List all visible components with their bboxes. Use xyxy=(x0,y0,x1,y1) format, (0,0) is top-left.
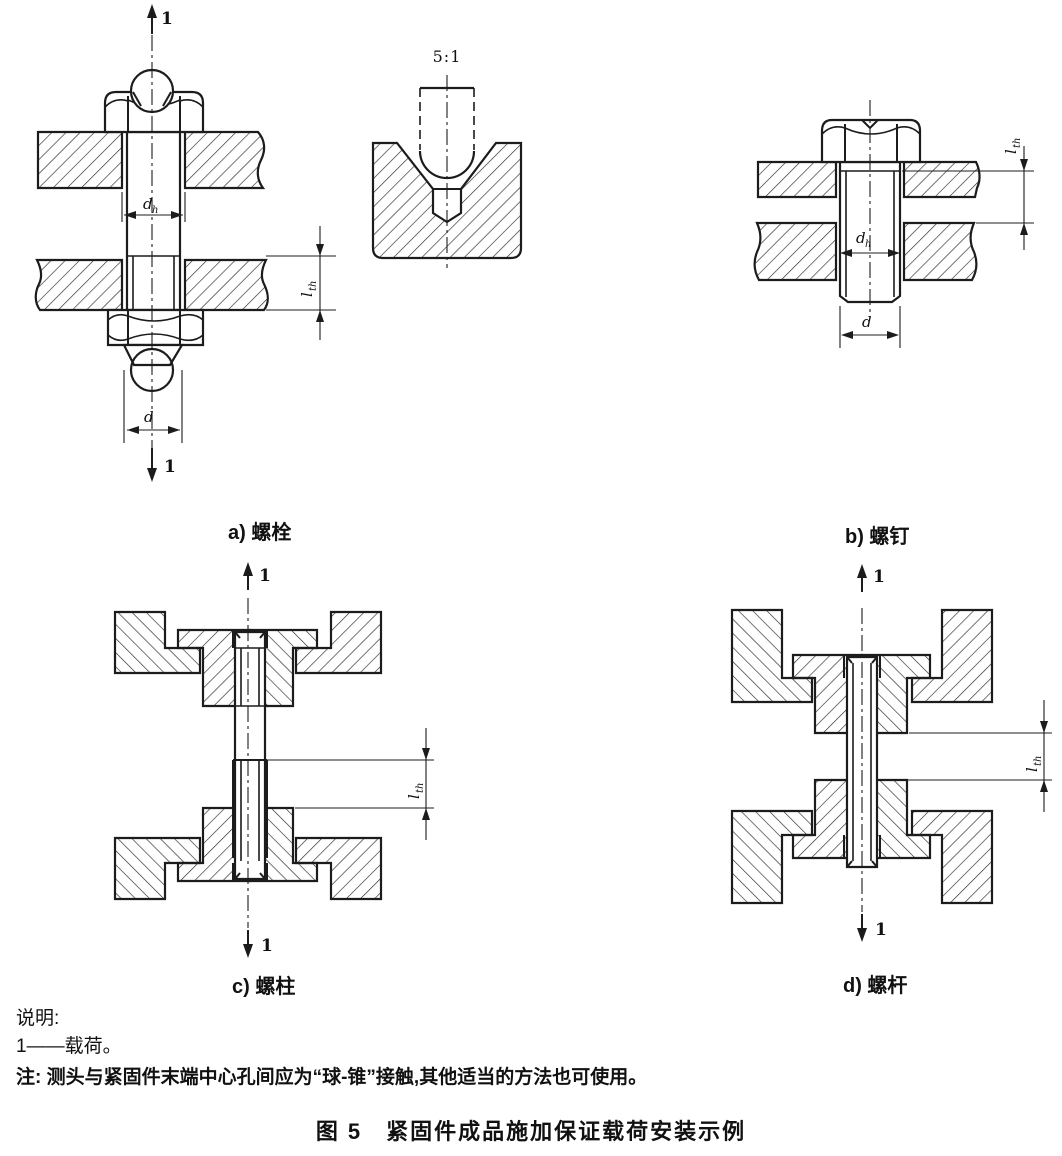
svg-text:l: l xyxy=(298,292,316,297)
upper-plate-left-b xyxy=(756,160,838,199)
lth-label-c: l th xyxy=(405,783,426,799)
subfigure-caption-d: d) 螺杆 xyxy=(843,975,908,997)
svg-text:th: th xyxy=(1033,756,1044,766)
load-ref-bottom-a: 1 xyxy=(164,457,176,477)
lower-plate-right-b xyxy=(902,221,978,282)
stud-body xyxy=(233,630,267,881)
fixture-block-bottom-right-c xyxy=(294,836,383,901)
lth-label-d: l th xyxy=(1023,756,1044,772)
load-ref-top-a: 1 xyxy=(161,9,173,29)
stud-section-drawing: 1 1 l th xyxy=(113,562,434,958)
upper-plate-left xyxy=(36,130,124,190)
legend-item-load: 1——载荷。 xyxy=(16,1036,122,1057)
upper-plate-right-b xyxy=(902,160,981,199)
svg-text:th: th xyxy=(415,783,426,793)
rod-section-drawing: 1 1 l th xyxy=(730,564,1052,942)
dh-sub-a: h xyxy=(152,205,158,216)
fastener-end-block xyxy=(371,141,523,260)
lth-label-a: l th xyxy=(298,281,319,297)
dh-label-b: d xyxy=(856,229,866,247)
load-ref-top-d: 1 xyxy=(873,567,885,587)
load-ref-bottom-c: 1 xyxy=(261,936,273,956)
bolt-end-chamfer xyxy=(122,343,184,367)
ball-cone-detail-drawing: 5:1 xyxy=(371,47,523,268)
lth-label-b: l th xyxy=(1002,138,1023,154)
fixture-block-bottom-left-c xyxy=(113,836,202,901)
svg-text:th: th xyxy=(308,281,319,291)
subfigure-caption-a: a) 螺栓 xyxy=(228,522,292,544)
svg-text:th: th xyxy=(1012,138,1023,148)
legend-title: 说明: xyxy=(16,1008,60,1029)
lower-plate-left-b xyxy=(753,221,838,282)
figure5-drawing: 1 1 d h l th d 5:1 xyxy=(34,4,1052,958)
fixture-block-bottom-right-d xyxy=(910,809,994,905)
load-ref-bottom-d: 1 xyxy=(875,920,887,940)
detail-scale-label: 5:1 xyxy=(433,47,462,66)
bolt-section-drawing: 1 1 d h l th d xyxy=(34,4,336,482)
d-label-a: d xyxy=(144,408,154,426)
screw-section-drawing: d h d l th xyxy=(753,100,1034,348)
svg-text:l: l xyxy=(1023,767,1041,772)
lower-plate-left xyxy=(34,258,124,312)
svg-text:l: l xyxy=(405,794,423,799)
d-label-b: d xyxy=(862,313,872,331)
probe-shaft xyxy=(419,88,475,150)
dh-sub-b: h xyxy=(865,239,871,250)
subfigure-caption-b: b) 螺钉 xyxy=(845,526,910,548)
load-ref-top-c: 1 xyxy=(259,566,271,586)
screw-head xyxy=(820,118,922,164)
figure-caption: 图 5 紧固件成品施加保证载荷安装示例 xyxy=(315,1119,747,1144)
upper-plate-right xyxy=(183,130,266,190)
lower-plate-right xyxy=(183,258,269,312)
figure-note: 注: 测头与紧固件末端中心孔间应为“球-锥”接触,其他适当的方法也可使用。 xyxy=(16,1067,648,1088)
svg-text:l: l xyxy=(1002,149,1020,154)
subfigure-caption-c: c) 螺柱 xyxy=(232,976,296,998)
dh-label-a: d xyxy=(143,195,153,213)
bolt-shank xyxy=(125,130,182,312)
